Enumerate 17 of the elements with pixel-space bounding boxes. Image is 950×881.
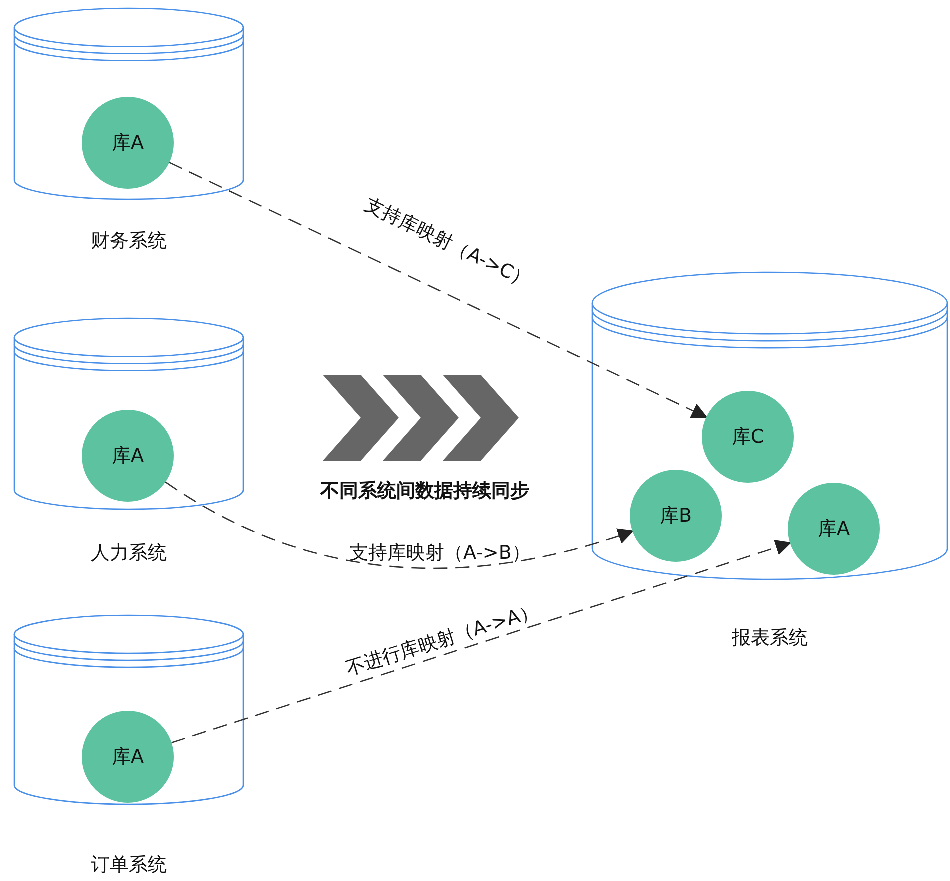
dashed-arrow [172,540,792,744]
edge-label: 支持库映射（A->B） [350,541,531,566]
database-circle: 库A [82,97,174,189]
dashed-arrow [165,482,634,569]
system-label: 人力系统 [90,541,168,566]
database-circle: 库C [702,391,794,483]
edge-label: 支持库映射（A->C） [360,192,536,294]
database-circle: 库A [788,483,880,575]
system-label: 报表系统 [731,626,809,651]
database-circle: 库B [630,470,722,562]
system-label: 财务系统 [90,229,168,254]
system-label: 订单系统 [90,853,168,878]
caption-text: 不同系统间数据持续同步 [320,479,530,504]
database-circle: 库A [82,711,174,803]
dashed-arrow [169,162,708,418]
edge-label: 不进行库映射（A->A） [342,598,542,682]
database-circle: 库A [82,410,174,502]
